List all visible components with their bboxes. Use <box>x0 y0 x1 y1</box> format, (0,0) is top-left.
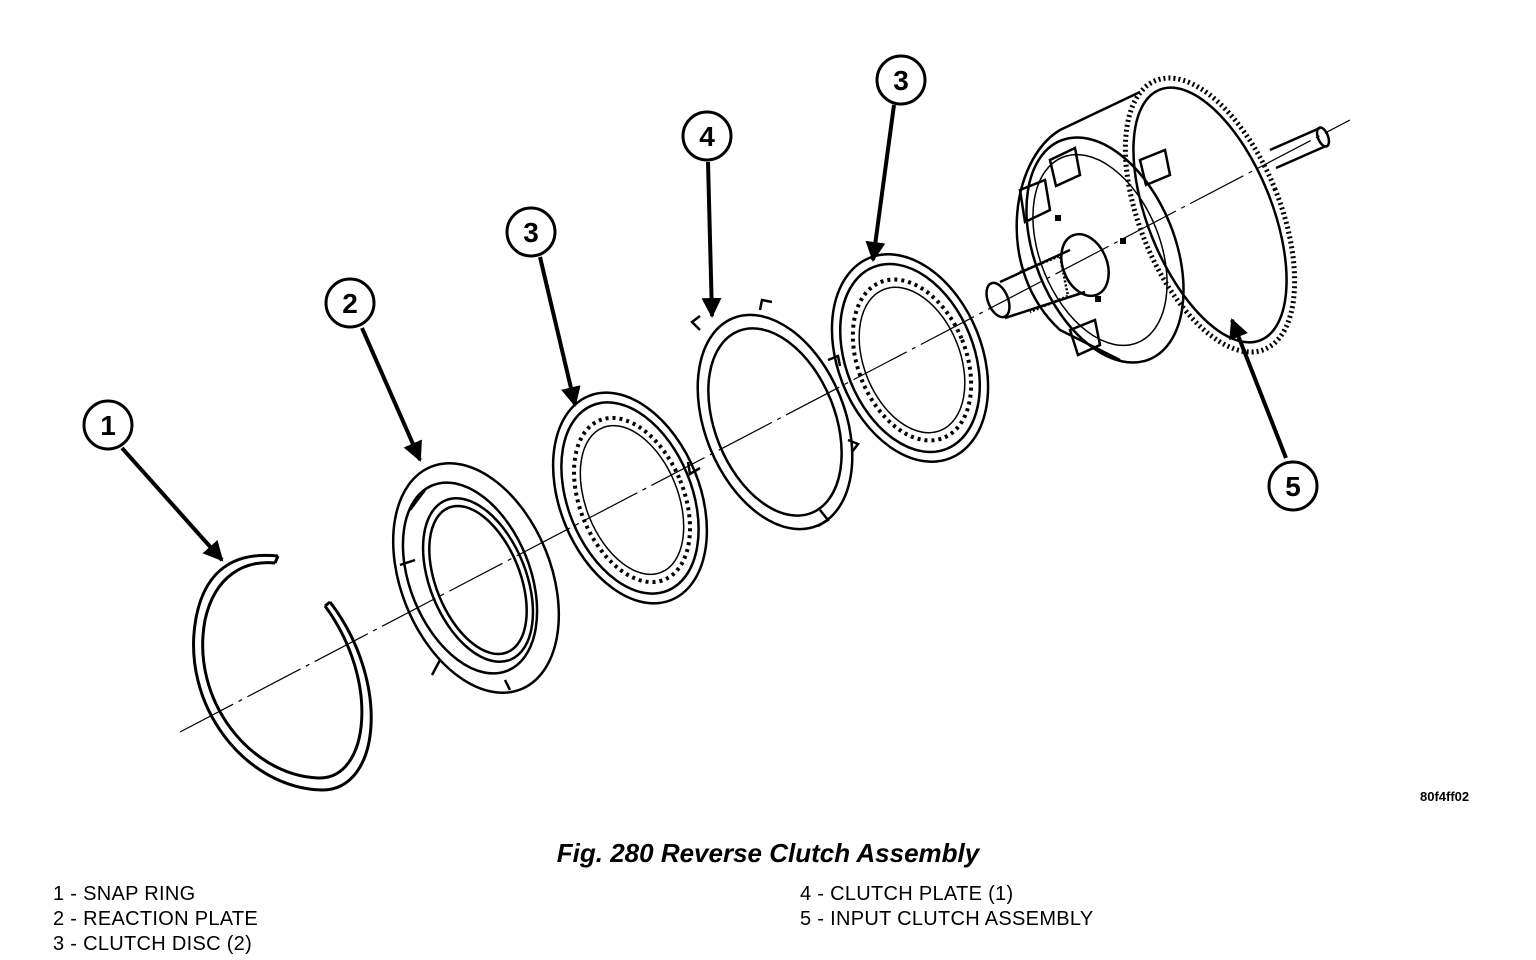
legend-right: 4 - CLUTCH PLATE (1) 5 - INPUT CLUTCH AS… <box>800 882 1094 932</box>
legend-left: 1 - SNAP RING 2 - REACTION PLATE 3 - CLU… <box>53 882 258 957</box>
clutch-plate <box>686 298 860 531</box>
callout-1: 1 <box>82 399 134 451</box>
callout-4-label: 4 <box>699 121 715 152</box>
figure-caption: Fig. 280 Reverse Clutch Assembly <box>556 838 980 868</box>
clutch-disc-left <box>551 391 709 605</box>
legend-item-1: 1 - SNAP RING <box>53 883 196 905</box>
snap-ring <box>192 553 373 792</box>
leader-5 <box>1229 318 1288 459</box>
callout-1-label: 1 <box>100 410 116 441</box>
leader-2 <box>360 327 422 462</box>
clutch-disc-right <box>830 253 990 463</box>
figure-code: 80f4ff02 <box>1420 789 1470 804</box>
callout-3-left: 3 <box>505 206 557 258</box>
callout-3-left-label: 3 <box>523 217 539 248</box>
legend-item-3: 3 - CLUTCH DISC (2) <box>53 933 253 955</box>
legend-item-5: 5 - INPUT CLUTCH ASSEMBLY <box>800 908 1094 930</box>
input-clutch-assembly <box>985 75 1331 364</box>
leader-3-left <box>538 256 581 407</box>
callout-3-right: 3 <box>875 54 927 106</box>
leader-1 <box>120 446 224 562</box>
reaction-plate <box>391 461 561 695</box>
callout-5-label: 5 <box>1285 471 1301 502</box>
legend-item-4: 4 - CLUTCH PLATE (1) <box>800 883 1014 905</box>
center-axis-line <box>179 119 1351 733</box>
callout-5: 5 <box>1267 460 1319 512</box>
callout-2: 2 <box>324 277 376 329</box>
leader-lines <box>120 104 1288 562</box>
callout-2-label: 2 <box>342 288 358 319</box>
callout-3-right-label: 3 <box>893 65 909 96</box>
legend-item-2: 2 - REACTION PLATE <box>53 908 259 930</box>
callout-4: 4 <box>681 110 733 162</box>
exploded-diagram: 1 2 3 3 4 5 <box>82 54 1351 792</box>
leader-3-right <box>865 104 896 262</box>
leader-4 <box>701 161 722 318</box>
